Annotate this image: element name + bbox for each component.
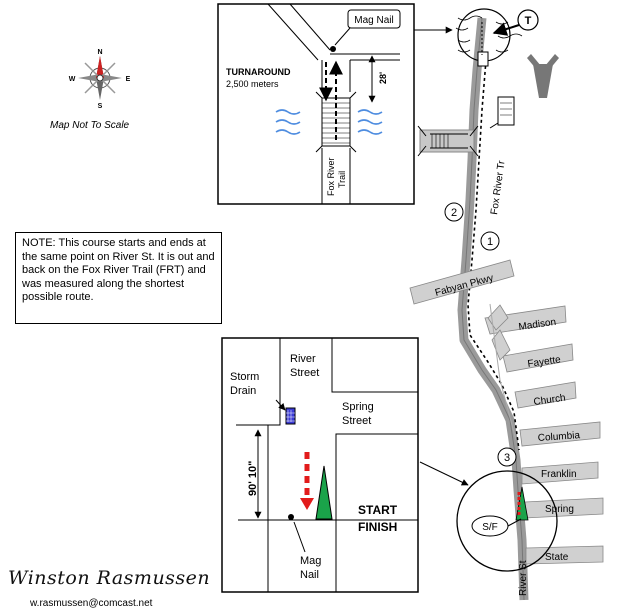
street-madison: Madison (518, 317, 557, 333)
svg-text:3: 3 (504, 452, 510, 464)
storm-drain-label-2: Drain (230, 385, 256, 397)
turnaround-mag-nail-label: Mag Nail (354, 15, 393, 26)
windmill-icon (527, 54, 559, 98)
start-mag-nail-label-2: Nail (300, 569, 319, 581)
compass-e: E (126, 76, 131, 83)
start-mag-nail (288, 514, 294, 520)
main-bridge (417, 125, 479, 157)
storm-drain-icon (285, 407, 296, 425)
trail-label-1: Fox River (326, 157, 336, 196)
river-st-label: River St (518, 560, 529, 596)
turnaround-marker-label: T (525, 15, 532, 27)
street-state: State (545, 552, 569, 563)
start-offset: 90' 10" (247, 461, 259, 496)
turnaround-inset (217, 3, 415, 205)
marker-1: 1 (480, 231, 500, 251)
compass-s: S (98, 103, 103, 110)
marker-3: 3 (497, 447, 517, 467)
start-finish-area (456, 470, 558, 572)
street-franklin: Franklin (541, 469, 577, 480)
side-streets (409, 259, 604, 565)
street-spring: Spring (545, 504, 574, 515)
start-inset (221, 337, 419, 593)
signature: Winston Rasmussen (8, 567, 211, 589)
street-church: Church (533, 393, 566, 408)
direction-arrow-icon (300, 498, 314, 510)
start-finish-label: S/F (482, 522, 498, 533)
storm-drain-label-1: Storm (230, 371, 259, 383)
trail-label-2: Trail (337, 171, 347, 188)
turnaround-title: TURNAROUND (226, 67, 291, 77)
start-mag-nail-label-1: Mag (300, 555, 321, 567)
start-label: START (358, 503, 398, 517)
scale-note: Map Not To Scale (50, 120, 130, 131)
marker-2: 2 (444, 202, 464, 222)
compass-w: W (69, 76, 76, 83)
river-street-label-1: River (290, 353, 316, 365)
street-columbia: Columbia (537, 430, 580, 444)
river-street-label-2: Street (290, 367, 319, 379)
finish-label: FINISH (358, 520, 397, 534)
building-icon (497, 96, 515, 126)
email-address: w.rasmussen@comcast.net (30, 598, 153, 609)
turnaround-offset: 28' (378, 72, 388, 84)
compass-icon (78, 56, 122, 100)
spring-street-label-2: Street (342, 415, 371, 427)
fox-river-tr-label: Fox River Tr (489, 159, 508, 215)
turnaround-marker (517, 9, 539, 31)
street-fayette: Fayette (527, 354, 562, 370)
compass-n: N (97, 49, 102, 56)
turnaround-distance: 2,500 meters (226, 79, 279, 89)
turnaround-mag-nail (330, 46, 336, 52)
start-flag-icon (315, 465, 333, 520)
fox-river-trail (457, 17, 529, 601)
water-icon (275, 109, 383, 135)
course-note: NOTE: This course starts and ends at the… (15, 232, 222, 324)
spring-street-label-1: Spring (342, 401, 374, 413)
svg-text:2: 2 (451, 207, 457, 219)
svg-text:1: 1 (487, 236, 493, 248)
